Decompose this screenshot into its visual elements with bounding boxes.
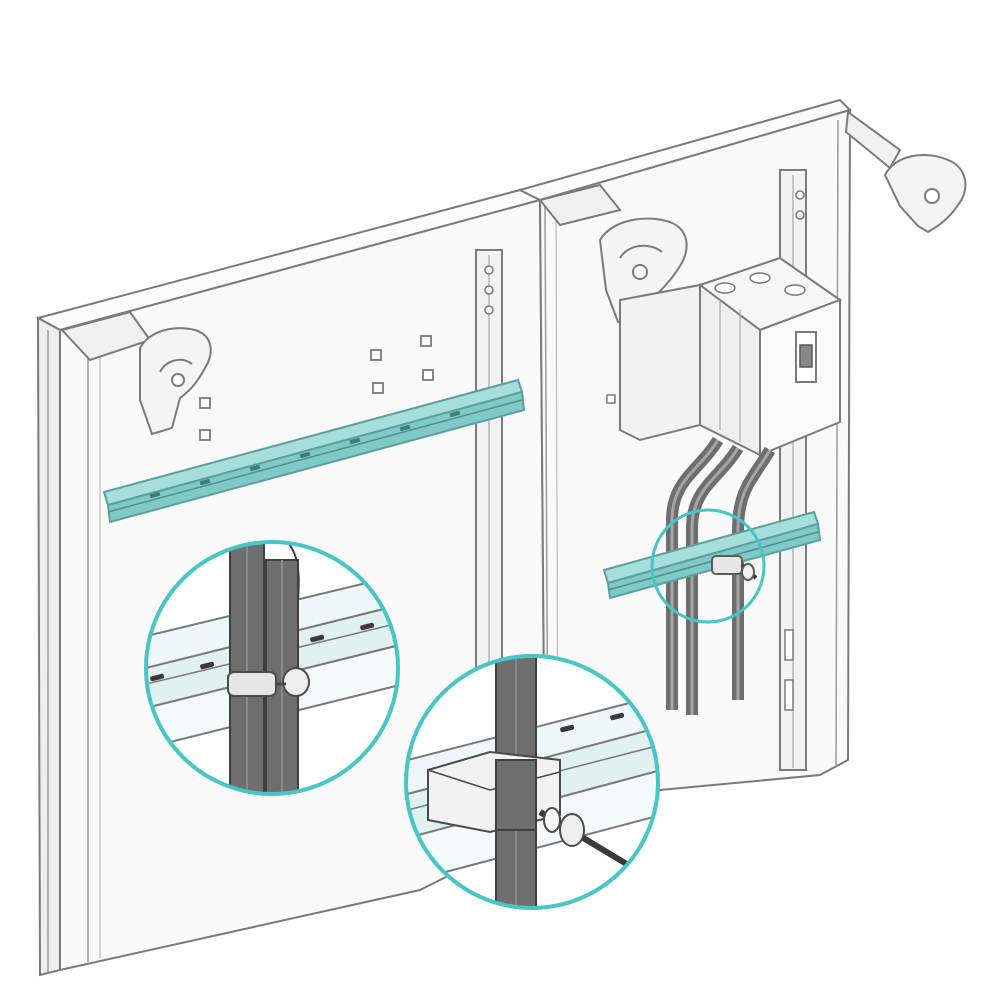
right-panel-slots <box>606 394 794 711</box>
cable-clamp-icon <box>227 667 310 697</box>
right-enclosure <box>517 98 967 822</box>
detail-callout-b <box>404 654 660 910</box>
cable-clamp-icon <box>427 750 642 875</box>
mounting-plate <box>619 283 701 442</box>
left-side-wall <box>36 316 61 977</box>
circuit-breaker-icon <box>697 256 843 457</box>
cables-right <box>666 436 776 715</box>
cable-clamp-icon <box>711 555 758 581</box>
din-rail-left <box>102 378 526 524</box>
detail-callout-small <box>650 508 766 624</box>
detail-callout-a <box>144 540 400 796</box>
hinge-bracket-icon <box>844 110 967 234</box>
hinge-bracket-icon <box>538 183 688 324</box>
knockout-holes <box>199 335 434 441</box>
hinge-bracket-icon <box>60 310 212 436</box>
